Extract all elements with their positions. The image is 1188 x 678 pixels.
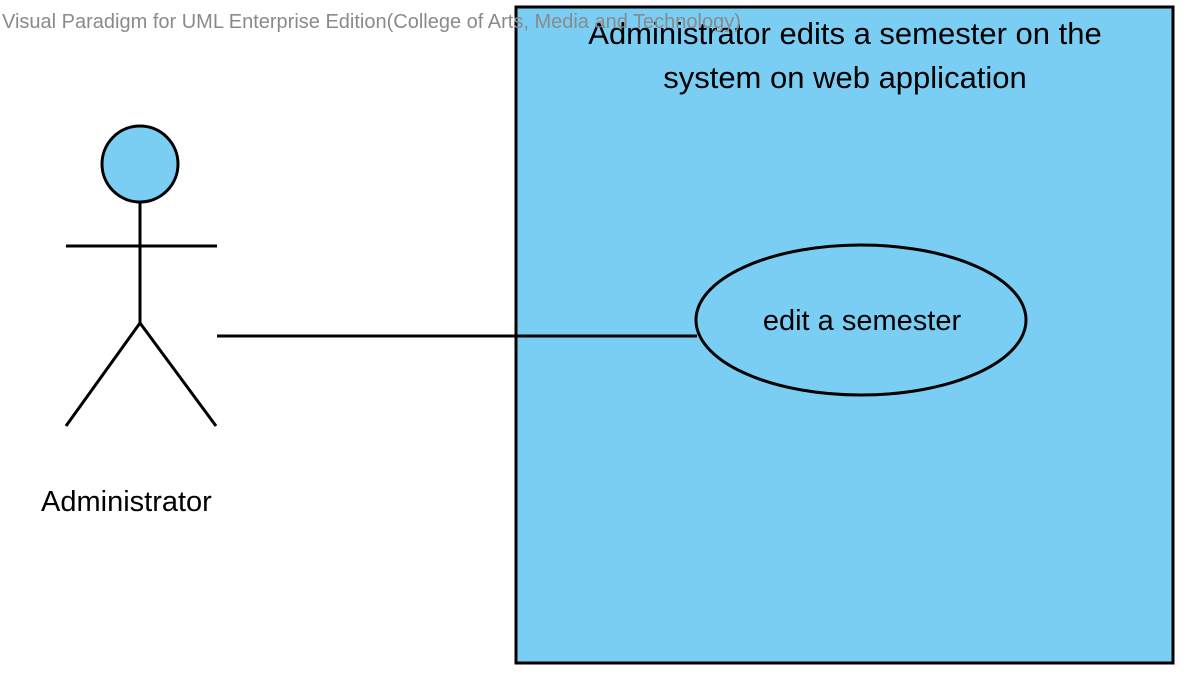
system-title-line-2: system on web application <box>663 60 1027 95</box>
use-case-label: edit a semester <box>762 305 962 337</box>
watermark-text: Visual Paradigm for UML Enterprise Editi… <box>2 11 741 33</box>
actor-left-leg <box>64 322 142 427</box>
system-title-line-1: Administrator edits a semester on the <box>588 16 1102 51</box>
system-boundary-title: Administrator edits a semester on the sy… <box>518 12 1172 100</box>
use-case-ellipse[interactable] <box>694 243 1028 397</box>
actor-right-leg <box>138 322 218 427</box>
actor-label: Administrator <box>41 486 212 518</box>
actor-figure[interactable] <box>64 124 218 427</box>
actor-head <box>100 124 180 204</box>
